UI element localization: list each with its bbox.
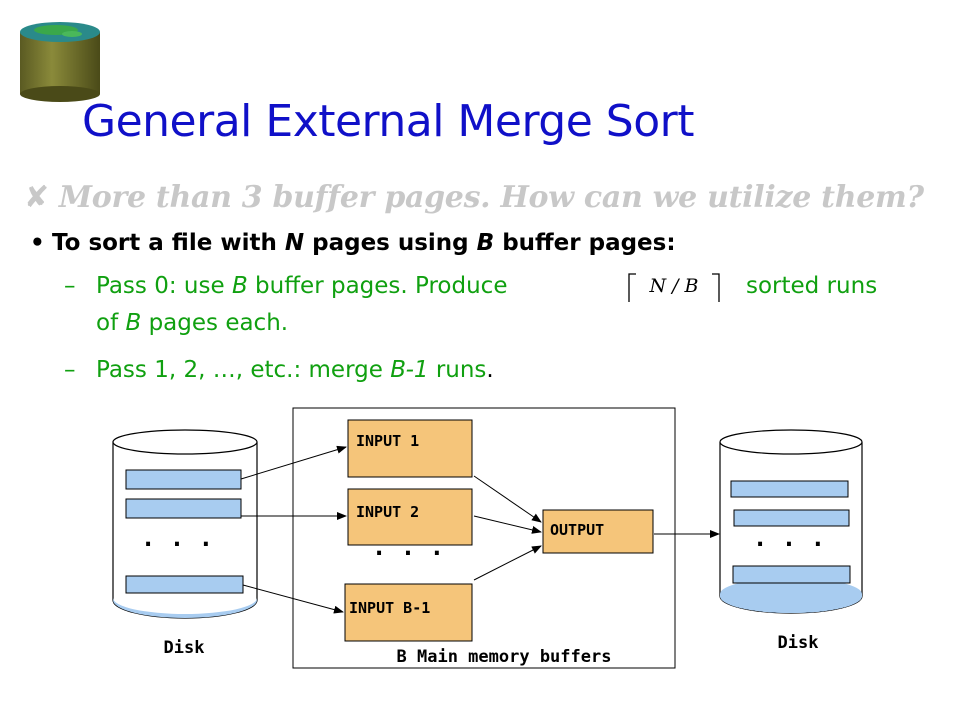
arrow-inputb1-to-output [473, 545, 542, 581]
memory-label: B Main memory buffers [397, 647, 612, 667]
disk-page [732, 565, 851, 584]
formula-text: N / B [648, 275, 698, 297]
arrow-disk-to-inputb1 [242, 584, 344, 614]
pass1-period: . [486, 357, 494, 383]
pass1-text-1: Pass 1, 2, …, etc.: merge [96, 357, 391, 383]
arrow-input1-to-output [473, 475, 542, 523]
sorted-runs-text: sorted runs [746, 273, 878, 299]
pass0-var-b: B [231, 273, 248, 299]
arrow-input2-to-output [473, 515, 542, 534]
bullet-text-2: pages using [304, 230, 477, 256]
pass0-line2: of B pages each. [96, 310, 288, 336]
input-b1-label: INPUT B-1 [349, 599, 430, 617]
pass0-line2-text-2: pages each. [141, 310, 289, 336]
database-logo-icon [20, 22, 100, 102]
input-buffer-1 [347, 419, 473, 478]
right-disk-ellipsis: . . . [753, 524, 825, 552]
question-line: ✘ More than 3 buffer pages. How can we ut… [24, 180, 924, 215]
dash-icon: – [64, 357, 76, 383]
output-label: OUTPUT [550, 521, 604, 539]
input-buffer-b1 [344, 583, 473, 642]
left-disk-label: Disk [164, 638, 205, 658]
pass1-text-2: runs [428, 357, 487, 383]
bullet-text-1: To sort a file with [52, 230, 285, 256]
merge-sort-diagram: . . . Disk INPUT 1 INPUT 2 . . . INPUT B… [112, 407, 863, 669]
input-1-label: INPUT 1 [356, 432, 419, 450]
main-bullet: • To sort a file with N pages using B buf… [30, 230, 676, 256]
right-disk-label: Disk [778, 633, 819, 653]
disk-page [125, 498, 242, 519]
output-buffer [542, 509, 654, 554]
question-text: More than 3 buffer pages. How can we uti… [58, 180, 924, 215]
cross-box-icon: ✘ [24, 180, 49, 215]
pass0-text-2: buffer pages. Produce [247, 273, 508, 299]
disk-page [125, 469, 242, 490]
pass0-line2-text-1: of [96, 310, 126, 336]
pass0-text-1: Pass 0: use [96, 273, 232, 299]
disk-page [125, 575, 244, 594]
dash-icon: – [64, 273, 76, 299]
pass0-line2-var-b: B [125, 310, 142, 336]
input-2-label: INPUT 2 [356, 503, 419, 521]
bullet-text-3: buffer pages: [494, 230, 676, 256]
bullet-dot-icon: • [30, 230, 45, 256]
disk-page [730, 480, 849, 498]
bullet-var-b: B [476, 230, 495, 256]
sub-bullet-pass1: –Pass 1, 2, …, etc.: merge B-1 runs. [64, 357, 494, 383]
input-buffer-2 [347, 488, 473, 546]
main-memory-box [292, 407, 676, 669]
left-disk: . . . [112, 429, 258, 619]
pass1-var-b1: B-1 [390, 357, 429, 383]
bullet-var-n: N [284, 230, 305, 256]
arrow-disk-to-input1 [240, 445, 347, 480]
memory-ellipsis: . . . [372, 533, 444, 561]
sub-bullet-pass0: –Pass 0: use B buffer pages. Produce [64, 273, 507, 299]
slide-title: General External Merge Sort [82, 96, 694, 147]
left-disk-ellipsis: . . . [141, 524, 213, 552]
disk-page [733, 509, 850, 527]
ceiling-formula: N / B [628, 273, 720, 302]
right-disk: . . . [719, 429, 863, 614]
